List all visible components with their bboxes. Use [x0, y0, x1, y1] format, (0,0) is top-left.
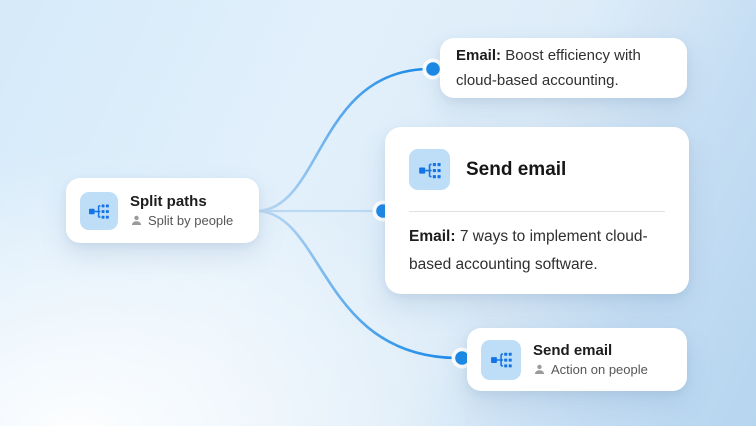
email-note-text: Boost efficiency with cloud-based accoun…: [456, 47, 641, 89]
send-email-compact-node[interactable]: Send email Action on people: [467, 328, 687, 391]
split-branch-icon: [409, 149, 450, 190]
connector-dot-top: [422, 58, 444, 80]
send-email-body-text: 7 ways to implement cloud-based accounti…: [409, 228, 648, 273]
email-note-card[interactable]: Email: Boost efficiency with cloud-based…: [440, 38, 687, 98]
split-node-title: Split paths: [130, 192, 207, 210]
send-email-compact-subtitle: Action on people: [551, 361, 648, 377]
person-icon: [130, 214, 143, 227]
connector-path-bottom: [257, 209, 458, 360]
split-node-subtitle: Split by people: [148, 212, 234, 228]
split-branch-icon: [481, 339, 521, 380]
send-email-compact-title: Send email: [533, 341, 613, 359]
send-email-node[interactable]: Send email Email: 7 ways to implement cl…: [385, 127, 689, 294]
send-email-body-prefix: Email:: [409, 228, 456, 245]
split-paths-node[interactable]: Split paths Split by people: [66, 178, 259, 243]
card-divider: [409, 211, 665, 212]
person-icon: [533, 363, 546, 376]
email-note-prefix: Email:: [456, 47, 502, 64]
send-email-title: Send email: [466, 158, 567, 180]
split-branch-icon: [80, 191, 118, 230]
connector-path-top: [257, 67, 430, 213]
